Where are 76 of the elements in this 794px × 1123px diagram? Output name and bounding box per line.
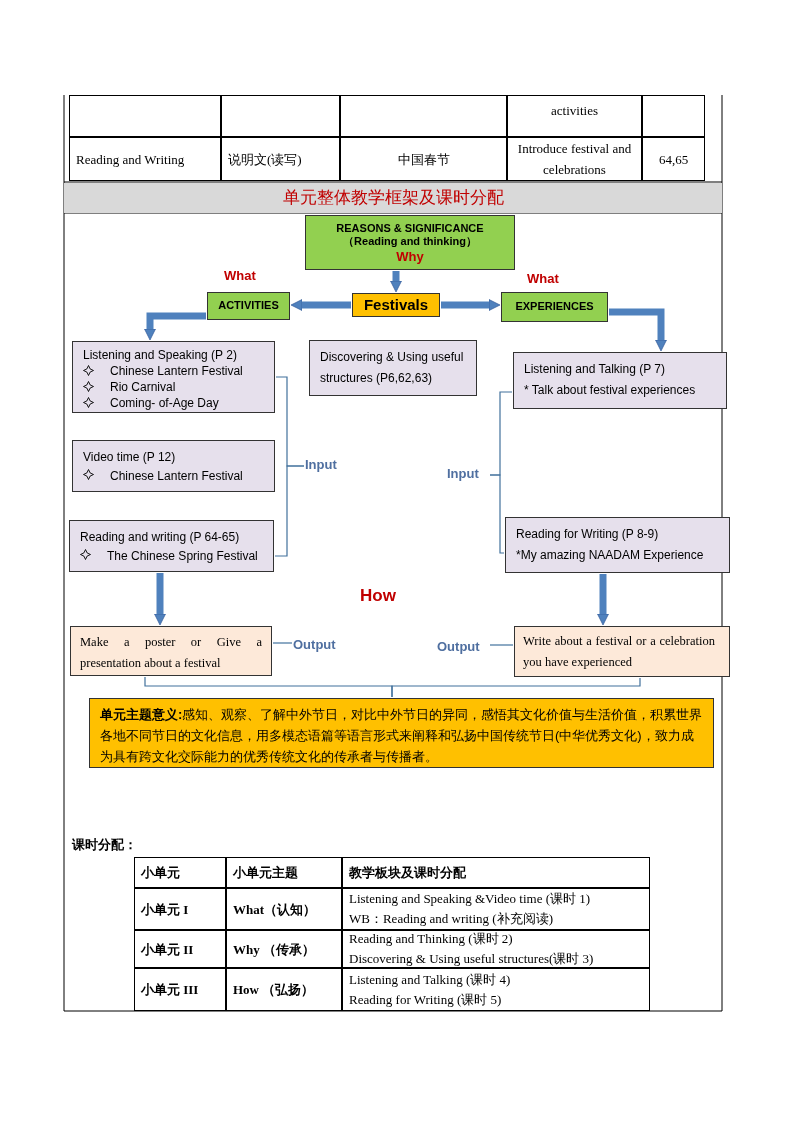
table-cell: Introduce festival and celebrations bbox=[507, 137, 642, 181]
activity-box bbox=[69, 520, 274, 572]
output-box bbox=[70, 626, 272, 676]
box-text: Video time (P 12) bbox=[83, 449, 177, 466]
input-label: Input bbox=[447, 466, 489, 484]
box-text: REASONS & SIGNIFICANCE （Reading and thinking） bbox=[335, 222, 485, 249]
box-text: * Talk about festival experiences bbox=[524, 382, 697, 399]
box-text: Festivals bbox=[362, 296, 430, 313]
table-cell: 小单元 II bbox=[134, 930, 226, 968]
table-cell: Reading and Writing bbox=[69, 137, 221, 181]
activity-box bbox=[72, 341, 275, 413]
cell-text: Reading and Thinking (课时 2) bbox=[349, 930, 513, 948]
list-item: Chinese Lantern Festival bbox=[110, 468, 243, 485]
table-cell: 小单元 III bbox=[134, 968, 226, 1011]
output-label: Output bbox=[293, 637, 345, 655]
question-label: What bbox=[224, 268, 257, 285]
box-text: Listening and Speaking (P 2) bbox=[83, 347, 238, 363]
connector-line bbox=[391, 677, 641, 698]
output-label: Output bbox=[437, 639, 489, 657]
cell-text: Listening and Talking (课时 4) bbox=[349, 970, 511, 989]
block-arrow bbox=[144, 312, 206, 341]
table-cell: activities bbox=[507, 95, 642, 137]
box-text: *My amazing NAADAM Experience bbox=[516, 547, 705, 564]
box-text: Listening and Talking (P 7) bbox=[524, 361, 666, 378]
activity-box bbox=[309, 340, 477, 396]
cell-text: Reading for Writing (课时 5) bbox=[349, 990, 502, 1009]
table-cell: What（认知） bbox=[226, 888, 342, 930]
box-text: 单元主题意义:感知、观察、了解中外节日，对比中外节日的异同，感悟其文化价值与生活价值，积累世界各地不同节日的文化信息，用多模态语篇等语言形式来阐释和弘扬中国传统节日(中华优秀文化)，致力成为具有跨文化交际能力的优秀传统文化的传承者与传播者。 bbox=[100, 706, 703, 766]
table-cell: How （弘扬） bbox=[226, 968, 342, 1011]
block-arrow bbox=[290, 299, 351, 311]
table-cell: Why （传承） bbox=[226, 930, 342, 968]
category-box bbox=[207, 292, 290, 320]
box-text: Discovering & Using useful structures (P6,62,63) bbox=[320, 349, 465, 387]
input-label: Input bbox=[305, 457, 347, 475]
connector-line bbox=[272, 642, 293, 644]
category-box bbox=[501, 292, 608, 322]
heading-band: 单元整体教学框架及课时分配 bbox=[64, 183, 722, 213]
box-text: Make a poster or Give a presentation about a festival bbox=[80, 634, 262, 672]
block-arrow bbox=[441, 299, 501, 311]
connector-line bbox=[489, 644, 514, 646]
table-cell: 小单元 bbox=[134, 857, 226, 888]
output-box bbox=[514, 626, 730, 677]
box-text: EXPERIENCES bbox=[514, 300, 595, 312]
activity-box bbox=[513, 352, 727, 409]
list-item: Rio Carnival bbox=[110, 379, 176, 395]
list-item: The Chinese Spring Festival bbox=[107, 548, 258, 565]
block-arrow bbox=[154, 573, 166, 626]
table-cell: 小单元 I bbox=[134, 888, 226, 930]
connector-line bbox=[489, 474, 505, 554]
table-cell: 教学板块及课时分配 bbox=[342, 857, 650, 888]
section-heading: 课时分配： bbox=[72, 836, 138, 854]
list-item: Chinese Lantern Festival bbox=[110, 363, 243, 379]
table-cell: 小单元主题 bbox=[226, 857, 342, 888]
block-arrow bbox=[609, 308, 667, 352]
block-arrow bbox=[597, 574, 609, 626]
list-item: Coming- of-Age Day bbox=[110, 395, 219, 411]
theme-box bbox=[89, 698, 714, 768]
box-text: Write about a festival or a celebration you have experienced bbox=[523, 633, 715, 671]
question-label: Why bbox=[395, 249, 425, 264]
block-arrow bbox=[390, 271, 402, 293]
box-text: Reading for Writing (P 8-9) bbox=[516, 526, 660, 543]
cell-text: WB：Reading and writing (补充阅读) bbox=[349, 910, 553, 928]
connector-line bbox=[274, 465, 305, 557]
box-text: ACTIVITIES bbox=[217, 299, 280, 311]
heading-box bbox=[305, 215, 515, 270]
activity-box bbox=[505, 517, 730, 573]
section-label: How bbox=[360, 586, 397, 606]
table-cell: 说明文(读写) bbox=[221, 137, 340, 181]
cell-text: Listening and Speaking &Video time (课时 1) bbox=[349, 890, 591, 908]
topic-box bbox=[352, 293, 440, 317]
table-cell: 中国春节 bbox=[340, 137, 507, 181]
box-text: Reading and writing (P 64-65) bbox=[80, 529, 241, 546]
cell-text: Discovering & Using useful structures(课时 3) bbox=[349, 950, 594, 968]
table-cell: 64,65 bbox=[642, 137, 705, 181]
activity-box bbox=[72, 440, 275, 492]
question-label: What bbox=[527, 271, 560, 288]
